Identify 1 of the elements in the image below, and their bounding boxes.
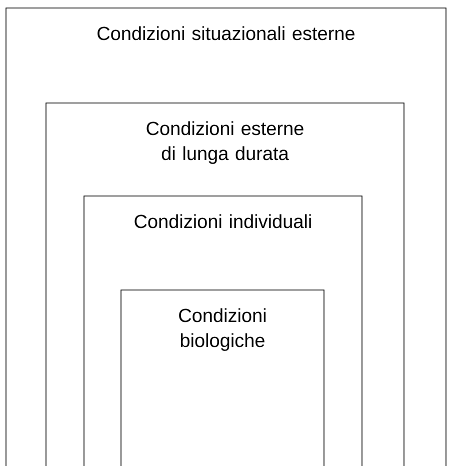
nested-box: Condizioni biologiche bbox=[120, 290, 324, 466]
